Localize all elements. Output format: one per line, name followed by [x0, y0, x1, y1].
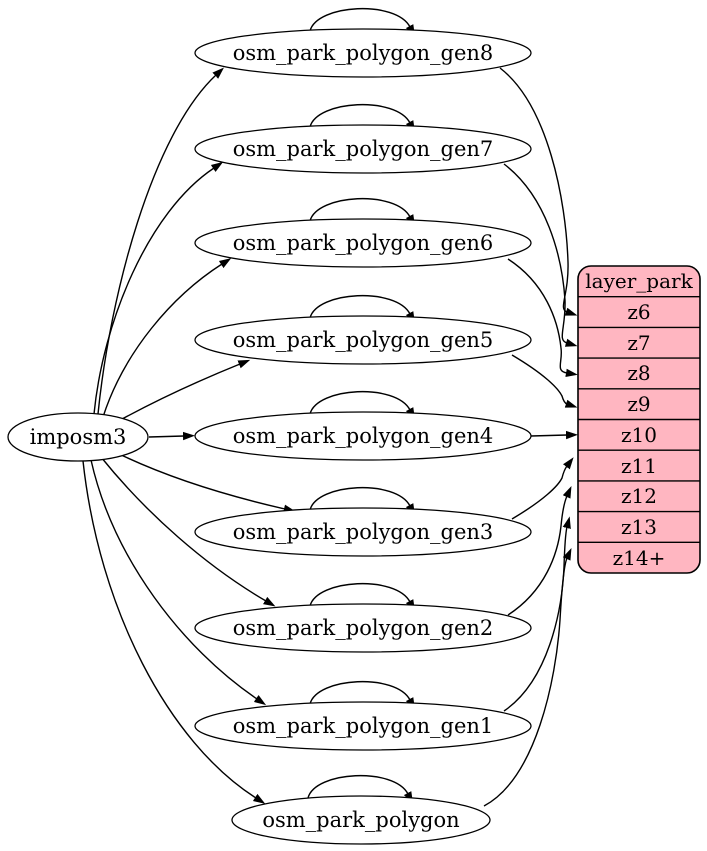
edge-imposm3-to-gen7: [93, 161, 224, 415]
node-gen7-shape: [194, 124, 532, 174]
self-loop-gen7: [309, 104, 416, 133]
self-loop-gen1: [309, 681, 416, 710]
node-polygon-shape: [231, 795, 491, 845]
row-z14plus: z14+: [613, 546, 666, 570]
edge-gen8-to-z6: [499, 67, 578, 316]
node-gen4-shape: [194, 411, 532, 461]
node-gen2-shape: [194, 603, 532, 653]
edge-gen4-to-z10: [530, 430, 578, 440]
node-gen1-label: osm_park_polygon_gen1: [233, 714, 494, 738]
self-loop-gen5: [309, 295, 416, 324]
self-loop-gen6: [309, 198, 416, 227]
node-gen6-shape: [194, 218, 532, 268]
node-gen2-label: osm_park_polygon_gen2: [233, 616, 494, 640]
edge-imposm3-to-gen4: [148, 431, 195, 441]
edge-gen6-to-z8: [507, 258, 578, 377]
node-osm-park-polygon-gen4: osm_park_polygon_gen4: [194, 411, 532, 461]
edge-gen2-to-z12: [507, 485, 572, 616]
row-z8: z8: [627, 361, 650, 385]
node-gen3-shape: [194, 507, 532, 557]
node-gen4-label: osm_park_polygon_gen4: [233, 424, 494, 448]
node-imposm3-shape: [7, 412, 149, 462]
node-osm-park-polygon-gen2: osm_park_polygon_gen2: [194, 603, 532, 653]
edge-imposm3-to-gen1: [90, 459, 267, 706]
node-osm-park-polygon-gen7: osm_park_polygon_gen7: [194, 124, 532, 174]
edges-source-to-tables: [82, 67, 296, 804]
node-layer-park: layer_park z6 z7 z8 z9 z10 z11 z12 z13 z…: [577, 265, 701, 574]
node-gen3-label: osm_park_polygon_gen3: [233, 520, 494, 544]
edge-imposm3-to-gen8: [97, 67, 225, 415]
node-gen8-label: osm_park_polygon_gen8: [233, 41, 494, 65]
self-loop-edges: [307, 8, 416, 804]
table-nodes: osm_park_polygon_gen8 osm_park_polygon_g…: [194, 28, 532, 845]
edge-imposm3-to-gen6: [102, 258, 232, 418]
edge-imposm3-to-gen2: [100, 456, 276, 607]
layer-park-header: layer_park: [585, 269, 693, 293]
row-z12: z12: [621, 484, 657, 508]
node-gen5-label: osm_park_polygon_gen5: [233, 328, 494, 352]
node-osm-park-polygon-gen1: osm_park_polygon_gen1: [194, 701, 532, 751]
node-gen5-shape: [194, 315, 532, 365]
edge-imposm3-to-polygon: [82, 460, 266, 804]
edge-gen3-to-z11: [511, 457, 574, 520]
self-loop-gen4: [309, 391, 416, 420]
edge-gen5-to-z9: [511, 354, 578, 408]
node-gen1-shape: [194, 701, 532, 751]
node-imposm3-label: imposm3: [30, 425, 127, 449]
node-polygon-label: osm_park_polygon: [262, 808, 459, 832]
edge-polygon-to-z14plus: [483, 547, 572, 807]
self-loop-gen2: [309, 583, 416, 612]
node-osm-park-polygon-gen3: osm_park_polygon_gen3: [194, 507, 532, 557]
node-osm-park-polygon-gen6: osm_park_polygon_gen6: [194, 218, 532, 268]
edges-tables-to-layer: [483, 67, 578, 807]
row-z9: z9: [627, 392, 650, 416]
node-osm-park-polygon: osm_park_polygon: [231, 795, 491, 845]
self-loop-polygon: [307, 775, 414, 804]
row-z6: z6: [627, 300, 650, 324]
node-osm-park-polygon-gen5: osm_park_polygon_gen5: [194, 315, 532, 365]
edge-gen7-to-z7: [503, 163, 578, 347]
self-loop-gen8: [309, 8, 416, 37]
row-z13: z13: [621, 515, 657, 539]
node-gen6-label: osm_park_polygon_gen6: [233, 231, 494, 255]
row-z10: z10: [621, 423, 657, 447]
row-z11: z11: [621, 454, 657, 478]
row-z7: z7: [627, 331, 650, 355]
node-imposm3: imposm3: [7, 412, 149, 462]
node-gen7-label: osm_park_polygon_gen7: [233, 137, 494, 161]
node-osm-park-polygon-gen8: osm_park_polygon_gen8: [194, 28, 532, 78]
edge-imposm3-to-gen3: [114, 451, 296, 513]
edge-imposm3-to-gen5: [112, 359, 251, 425]
node-gen8-shape: [194, 28, 532, 78]
self-loop-gen3: [309, 487, 416, 516]
